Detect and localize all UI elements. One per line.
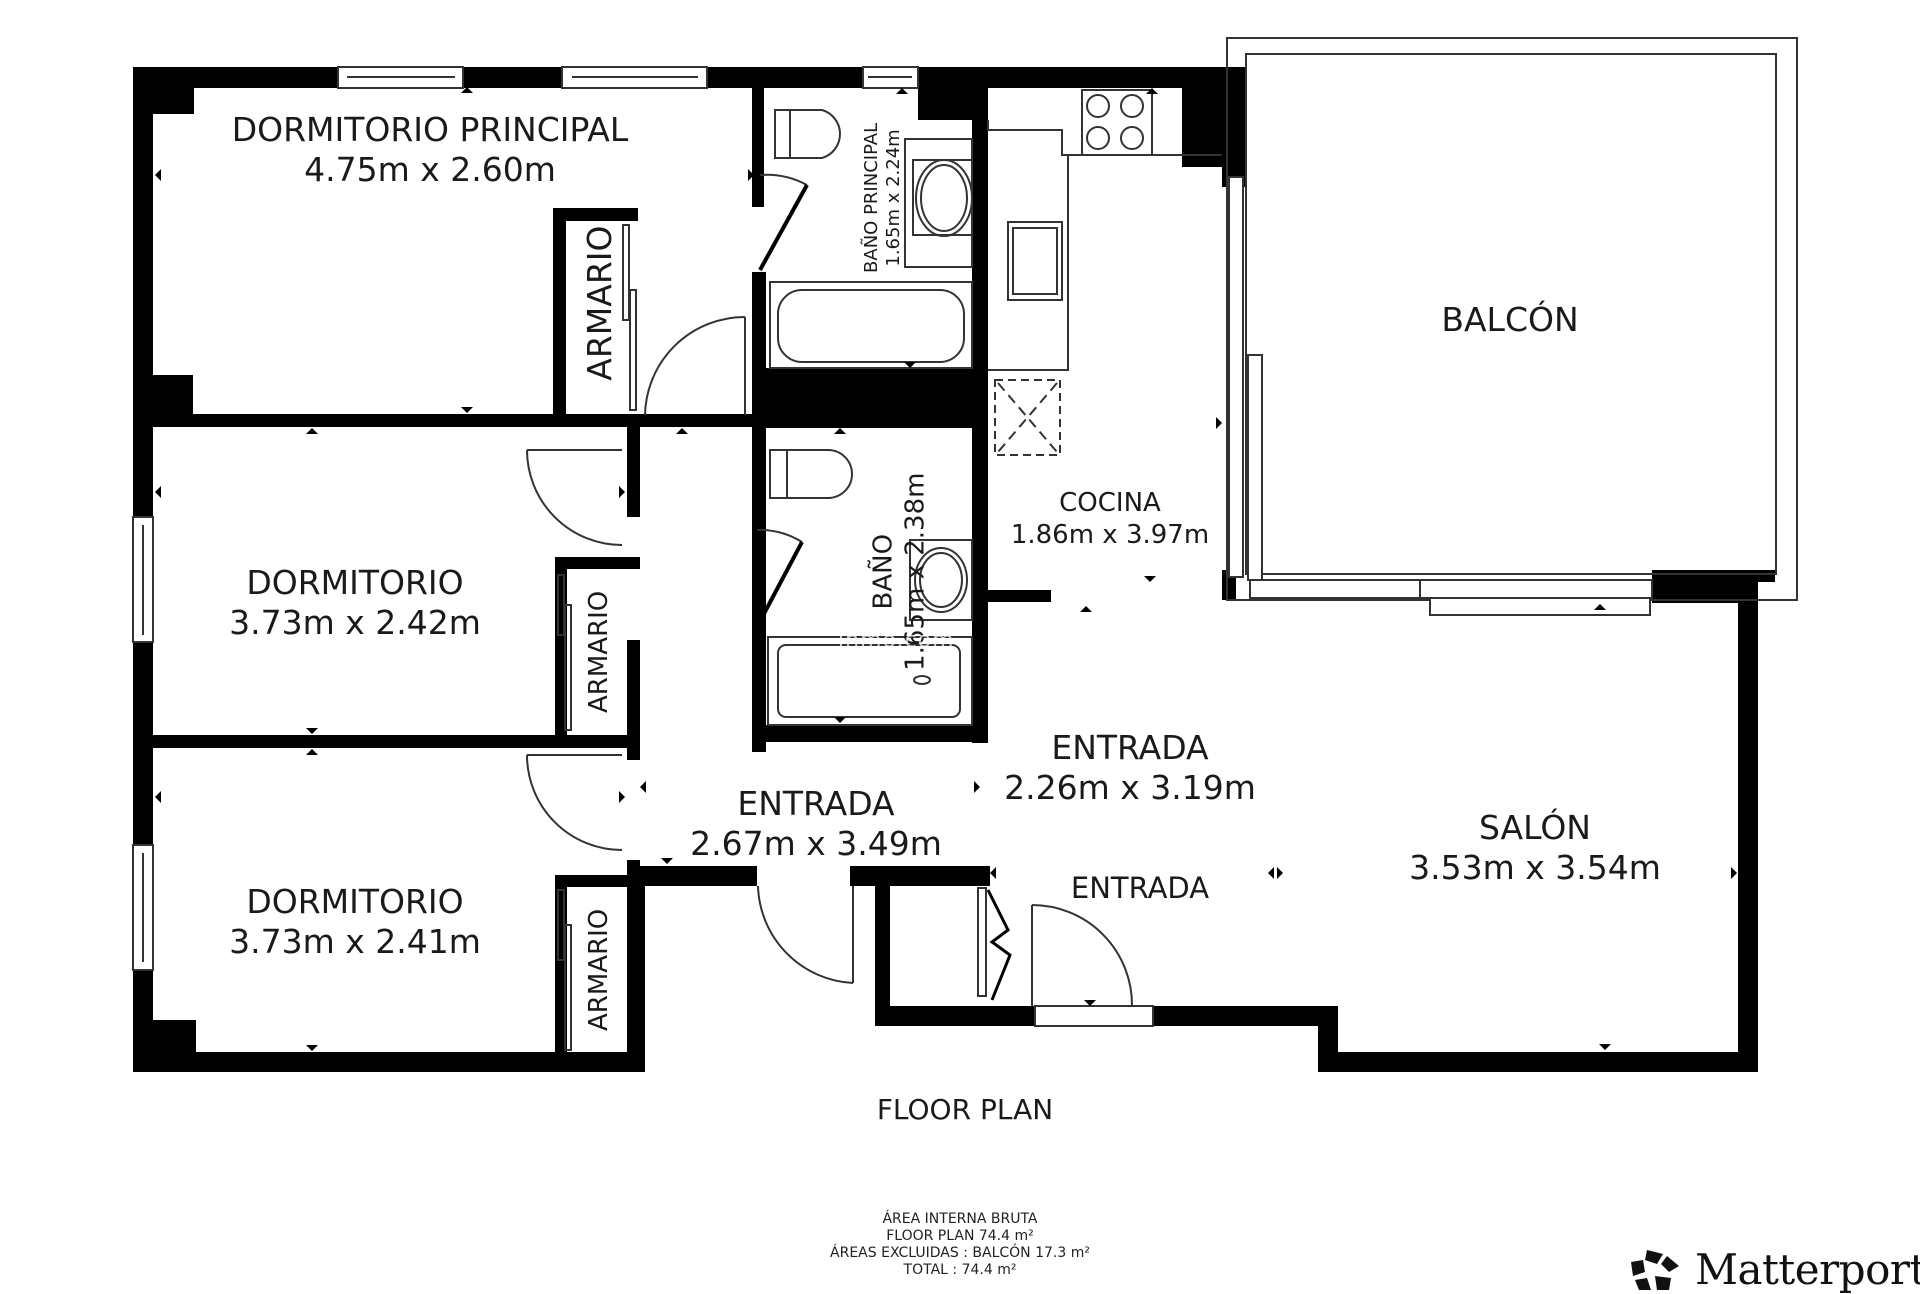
watermark: inmo.com bbox=[838, 628, 955, 653]
room-label-bano-principal: BAÑO PRINCIPAL 1.65m x 2.24m bbox=[861, 123, 905, 273]
room-label-armario-2: ARMARIO bbox=[584, 587, 616, 717]
room-size: 2.26m x 3.19m bbox=[1004, 768, 1256, 808]
room-label-armario-1: ARMARIO bbox=[580, 223, 620, 383]
walls bbox=[133, 67, 1775, 1072]
room-label-armario-3: ARMARIO bbox=[584, 905, 616, 1035]
room-name: DORMITORIO PRINCIPAL bbox=[231, 110, 629, 149]
room-label-dormitorio-2: DORMITORIO 3.73m x 2.42m bbox=[205, 563, 505, 644]
room-size: 1.65m x 2.24m bbox=[883, 129, 904, 267]
room-size: 4.75m x 2.60m bbox=[304, 150, 556, 190]
room-size: 3.73m x 2.41m bbox=[229, 922, 481, 962]
room-label-cocina: COCINA 1.86m x 3.97m bbox=[1010, 488, 1210, 551]
room-name: ARMARIO bbox=[579, 225, 619, 381]
room-label-dormitorio-principal: DORMITORIO PRINCIPAL 4.75m x 2.60m bbox=[205, 110, 655, 191]
room-name: ARMARIO bbox=[584, 590, 615, 713]
room-label-salon: SALÓN 3.53m x 3.54m bbox=[1385, 808, 1685, 889]
plan-title: FLOOR PLAN bbox=[876, 1093, 1054, 1126]
room-size: 3.53m x 3.54m bbox=[1409, 848, 1661, 888]
summary-excluded: ÁREAS EXCLUIDAS : BALCÓN 17.3 m² bbox=[830, 1245, 1090, 1261]
room-name: ARMARIO bbox=[584, 908, 615, 1031]
room-name: COCINA bbox=[1059, 488, 1161, 518]
room-label-entrada-2: ENTRADA 2.26m x 3.19m bbox=[980, 728, 1280, 809]
matterport-logo: Matterport ® bbox=[1625, 1245, 1920, 1294]
summary-heading: ÁREA INTERNA BRUTA bbox=[882, 1211, 1038, 1227]
room-name: ENTRADA bbox=[1051, 728, 1209, 767]
measurement-markers bbox=[155, 87, 1737, 1051]
room-name: BAÑO PRINCIPAL bbox=[861, 122, 883, 273]
room-label-dormitorio-3: DORMITORIO 3.73m x 2.41m bbox=[205, 882, 505, 963]
room-name: BALCÓN bbox=[1441, 300, 1579, 339]
room-size: 3.73m x 2.42m bbox=[229, 603, 481, 643]
room-label-entrada-3: ENTRADA bbox=[1040, 871, 1240, 906]
summary-floor-plan: FLOOR PLAN 74.4 m² bbox=[886, 1228, 1034, 1244]
room-name: SALÓN bbox=[1478, 808, 1591, 847]
fixtures bbox=[132, 37, 1798, 1051]
room-size: 1.86m x 3.97m bbox=[1010, 519, 1210, 550]
matterport-mark-icon bbox=[1631, 1249, 1679, 1290]
room-size: 2.67m x 3.49m bbox=[690, 824, 942, 864]
summary-total: TOTAL : 74.4 m² bbox=[903, 1262, 1017, 1278]
room-name: ENTRADA bbox=[737, 784, 895, 823]
room-label-balcon: BALCÓN bbox=[1410, 300, 1610, 340]
area-summary: ÁREA INTERNA BRUTA FLOOR PLAN 74.4 m² ÁR… bbox=[760, 1211, 1160, 1279]
room-name: DORMITORIO bbox=[246, 882, 464, 921]
room-label-entrada-1: ENTRADA 2.67m x 3.49m bbox=[666, 784, 966, 865]
room-name: ENTRADA bbox=[1070, 871, 1210, 905]
brand-name: Matterport bbox=[1695, 1245, 1920, 1294]
room-name: DORMITORIO bbox=[246, 563, 464, 602]
